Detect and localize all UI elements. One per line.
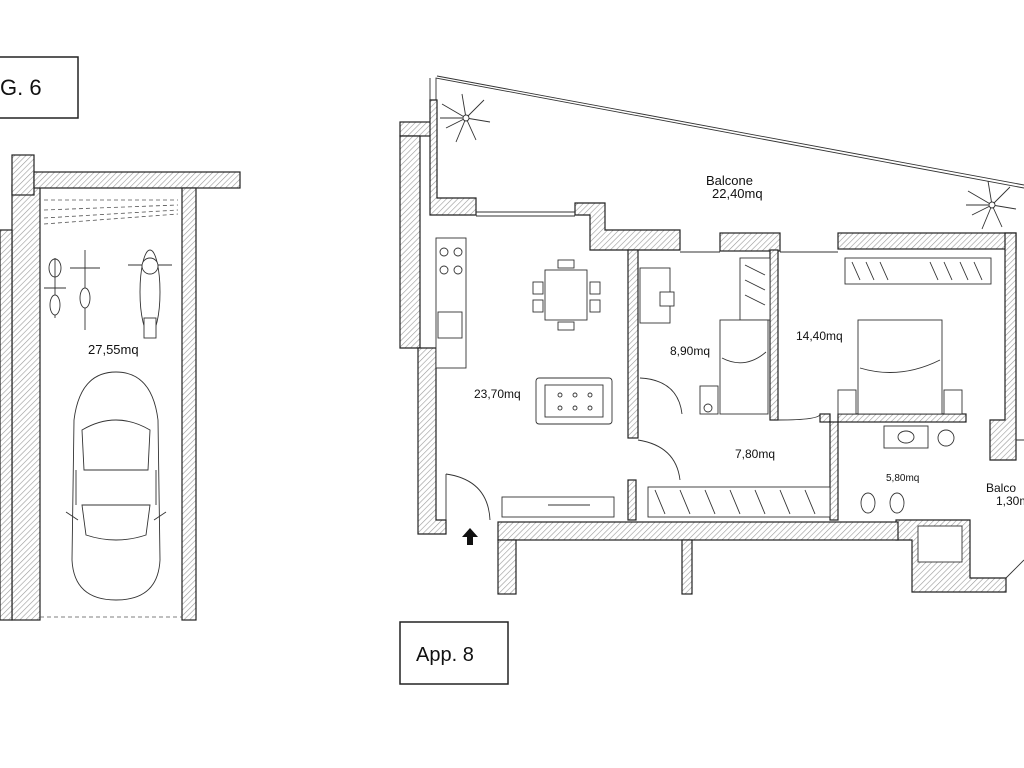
garage-ramp (43, 199, 179, 225)
car-icon (65, 371, 167, 601)
wall-left-column (429, 99, 477, 216)
wall-bottom-stub1 (497, 539, 517, 595)
bicycle-icon (70, 250, 100, 330)
wall-right (989, 232, 1017, 461)
entry-cabinet (501, 496, 615, 518)
wall-top-center (574, 202, 681, 251)
garage-wall-top-left (11, 154, 35, 196)
apartment-plan: Balcone 22,40mq (399, 75, 1024, 685)
garage-label: G. 6 (0, 75, 42, 100)
wall-bottom-stub2 (681, 539, 693, 595)
plant-icon (440, 93, 491, 143)
wall-partition-4 (627, 479, 637, 521)
balcony-outline (429, 75, 1024, 186)
living-area: 23,70mq (474, 387, 521, 401)
balcony-name: Balcone (706, 173, 753, 188)
bicycle-icon (44, 258, 66, 318)
wall-partition-bath (829, 421, 839, 521)
hall-wardrobe-icon (647, 486, 831, 518)
motorbike-icon (128, 249, 172, 339)
bedroom-small-area: 8,90mq (670, 344, 710, 358)
bedroom-main-door (777, 413, 821, 421)
desk-icon (639, 267, 675, 324)
garage-wall-left (11, 184, 41, 621)
wall-left-lower (417, 347, 447, 535)
wall-partition-2 (769, 249, 779, 421)
wall-partition-3 (819, 413, 831, 423)
apartment-label-box (399, 621, 509, 685)
small-balcony-area: 1,30m (996, 494, 1024, 508)
balcony-rail (435, 77, 1024, 189)
wall-bottom-left (497, 521, 899, 541)
garage-wall-top (33, 171, 241, 189)
single-bed-icon (699, 319, 769, 415)
wardrobe-icon (739, 257, 771, 321)
bathroom-fixtures (860, 425, 963, 563)
dining-table-icon (532, 259, 601, 331)
bedroom-main-area: 14,40mq (796, 329, 843, 343)
hall-door (637, 439, 681, 481)
balcony-area: 22,40mq (712, 186, 763, 201)
wall-top-stub (719, 232, 781, 252)
wall-top-right (837, 232, 1017, 250)
wall-partition-1 (627, 249, 639, 439)
bath-area: 5,80mq (886, 473, 919, 484)
bedroom-small-door (639, 377, 683, 415)
small-balcony-name: Balco (986, 481, 1016, 495)
wardrobe-icon (844, 257, 992, 285)
hall-area: 7,80mq (735, 447, 775, 461)
double-bed-icon (837, 319, 963, 415)
wall-left (399, 135, 421, 349)
garage-plan: G. 6 (0, 56, 241, 621)
garage-label-box (0, 56, 79, 119)
plant-icon (966, 180, 1017, 230)
wall-partition-bath2 (837, 413, 967, 423)
apartment-label: App. 8 (416, 644, 474, 666)
entrance-arrow-icon (462, 528, 478, 545)
garage-wall-right (181, 187, 197, 621)
small-balcony-outline (1005, 439, 1024, 579)
garage-wall-outer-left (0, 229, 13, 621)
entrance-door (445, 473, 491, 521)
garage-area: 27,55mq (88, 342, 139, 357)
kitchen-counter (435, 237, 467, 369)
sofa-icon (535, 377, 613, 425)
